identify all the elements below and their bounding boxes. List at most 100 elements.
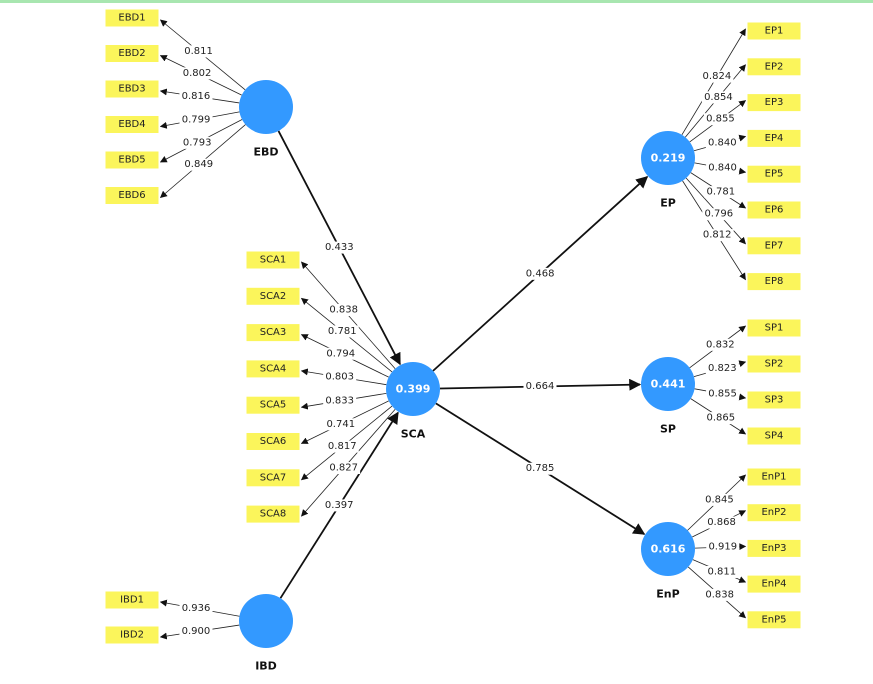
loading-sp3-bg [706, 387, 740, 400]
indicator-label: EnP5 [761, 614, 786, 625]
loading-sp3-text: 0.855 [708, 388, 737, 399]
indicator-sp3[interactable]: SP3 [747, 391, 801, 409]
indicator-sp4[interactable]: SP4 [747, 427, 801, 445]
indicators: EBD1EBD2EBD3EBD4EBD5EBD6SCA1SCA2SCA3SCA4… [105, 9, 801, 644]
indicator-label: SCA2 [260, 291, 287, 302]
indicator-ebd2[interactable]: EBD2 [105, 45, 159, 62]
latent-name: SCA [401, 428, 426, 441]
indicator-sca2[interactable]: SCA2 [246, 287, 300, 305]
loading-ep6: 0.781 [704, 186, 738, 199]
loading-ebd6-bg [182, 158, 216, 171]
indicator-enp2[interactable]: EnP2 [747, 504, 801, 522]
loading-ebd6-text: 0.849 [184, 159, 213, 170]
latent-circle [641, 357, 695, 411]
loading-sca8: 0.827 [327, 462, 361, 475]
loading-sca4-bg [323, 371, 357, 384]
latent-circle [239, 594, 293, 648]
indicator-sca8[interactable]: SCA8 [246, 505, 300, 523]
indicator-label: EnP1 [761, 472, 786, 483]
indicator-ep4[interactable]: EP4 [747, 129, 801, 147]
indicator-box [246, 469, 300, 487]
indicator-label: EP7 [765, 240, 784, 251]
indicator-enp3[interactable]: EnP3 [747, 539, 801, 557]
indicator-box [105, 116, 159, 133]
indicator-box [246, 251, 300, 269]
loading-enp5: 0.838 [703, 588, 737, 601]
path-coef-ebd-sca-text: 0.433 [325, 242, 354, 253]
loading-enp1-bg [702, 493, 736, 506]
loading-ibd1-bg [179, 602, 213, 615]
indicator-ep5[interactable]: EP5 [747, 165, 801, 183]
indicator-box [747, 319, 801, 337]
path-coef-sca-sp: 0.664 [523, 380, 557, 393]
indicator-box [747, 539, 801, 557]
indicator-sca3[interactable]: SCA3 [246, 324, 300, 342]
indicator-enp5[interactable]: EnP5 [747, 611, 801, 629]
indicator-label: EP6 [765, 205, 784, 216]
indicator-ep3[interactable]: EP3 [747, 94, 801, 112]
indicator-ebd6[interactable]: EBD6 [105, 187, 159, 204]
indicator-box [105, 9, 159, 27]
indicator-ibd1[interactable]: IBD1 [105, 591, 159, 609]
latent-name: IBD [255, 660, 277, 673]
latent-ibd[interactable]: IBD [239, 594, 293, 673]
path-coef-sca-enp: 0.785 [523, 462, 557, 475]
loading-ibd2-text: 0.900 [182, 626, 211, 637]
latent-name: SP [660, 423, 676, 436]
indicator-box [747, 237, 801, 255]
loading-sp4: 0.865 [704, 412, 738, 425]
loading-sca5-text: 0.833 [325, 395, 354, 406]
loading-ep3-bg [703, 113, 737, 126]
indicator-sca7[interactable]: SCA7 [246, 469, 300, 487]
loading-ebd2-bg [180, 67, 214, 80]
loading-ebd2-text: 0.802 [183, 68, 212, 79]
loading-ep3: 0.855 [703, 113, 737, 126]
loading-enp2: 0.868 [705, 516, 739, 529]
indicator-sp2[interactable]: SP2 [747, 355, 801, 373]
indicator-ebd3[interactable]: EBD3 [105, 80, 159, 98]
latent-circle [641, 131, 695, 185]
indicator-ep7[interactable]: EP7 [747, 237, 801, 255]
indicator-ibd2[interactable]: IBD2 [105, 626, 159, 644]
loading-sca1-bg [327, 304, 361, 317]
indicator-box [747, 355, 801, 373]
indicator-sca4[interactable]: SCA4 [246, 360, 300, 378]
loading-enp4-text: 0.811 [707, 566, 736, 577]
indicator-ebd4[interactable]: EBD4 [105, 116, 159, 133]
loading-sca6-bg [324, 418, 358, 431]
indicator-ebd5[interactable]: EBD5 [105, 151, 159, 169]
indicator-sca5[interactable]: SCA5 [246, 396, 300, 414]
indicator-enp4[interactable]: EnP4 [747, 575, 801, 593]
loading-ep1: 0.824 [700, 70, 734, 83]
loading-ep5-text: 0.840 [708, 162, 737, 173]
structural-paths [277, 130, 649, 599]
loading-ebd5: 0.793 [180, 136, 214, 149]
latent-circle [386, 362, 440, 416]
indicator-ep6[interactable]: EP6 [747, 201, 801, 219]
indicator-ep2[interactable]: EP2 [747, 58, 801, 76]
indicator-box [246, 505, 300, 523]
indicator-ep1[interactable]: EP1 [747, 22, 801, 40]
indicator-box [747, 611, 801, 629]
indicator-box [747, 22, 801, 40]
indicator-sp1[interactable]: SP1 [747, 319, 801, 337]
indicator-sca6[interactable]: SCA6 [246, 433, 300, 450]
indicator-sca1[interactable]: SCA1 [246, 251, 300, 269]
indicator-box [747, 165, 801, 183]
indicator-label: SP2 [765, 359, 784, 370]
indicator-label: SCA4 [260, 363, 287, 374]
loading-ep5-bg [706, 161, 740, 174]
latent-ebd[interactable]: EBD [239, 80, 293, 159]
loading-ebd5-bg [180, 136, 214, 149]
loading-ebd3: 0.816 [179, 90, 213, 103]
indicator-ep8[interactable]: EP8 [747, 273, 801, 291]
path-coef-sca-ep: 0.468 [523, 267, 557, 280]
indicator-label: EP2 [765, 61, 784, 72]
indicator-ebd1[interactable]: EBD1 [105, 9, 159, 27]
indicator-enp1[interactable]: EnP1 [747, 468, 801, 486]
loading-sp2: 0.823 [705, 362, 739, 375]
